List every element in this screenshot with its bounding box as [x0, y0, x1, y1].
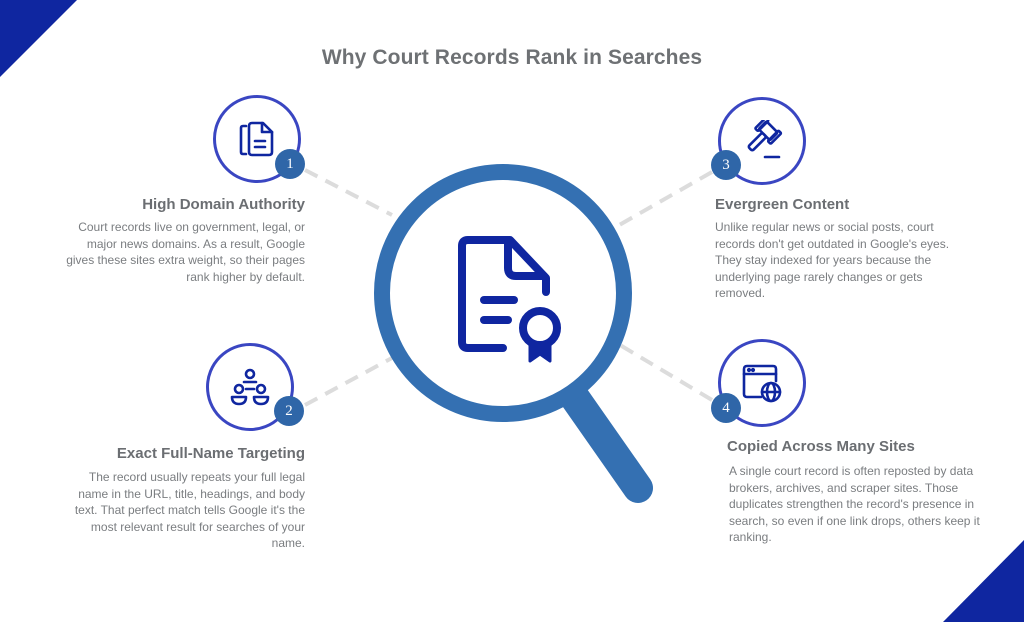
feature-4-number-badge: 4	[711, 393, 741, 423]
feature-2-icon-circle	[206, 343, 294, 431]
feature-2-body: The record usually repeats your full leg…	[74, 470, 305, 550]
page-title: Why Court Records Rank in Searches	[321, 46, 703, 69]
feature-3-body: Unlike regular news or social posts, cou…	[715, 220, 950, 300]
feature-1-icon-circle	[213, 95, 301, 183]
feature-4-body: A single court record is often reposted …	[729, 464, 980, 544]
corner-triangle-bottom-right	[943, 540, 1024, 622]
feature-3-number-badge: 3	[711, 150, 741, 180]
feature-4-icon-circle	[718, 339, 806, 427]
feature-1-body: Court records live on government, legal,…	[66, 220, 305, 284]
feature-1-title: High Domain Authority	[142, 196, 305, 213]
documents-icon	[239, 121, 274, 157]
document-certificate-icon	[458, 236, 561, 363]
connector-4	[618, 343, 714, 402]
connector-lines	[304, 168, 714, 407]
magnifier-icon	[374, 164, 653, 503]
corner-triangle-top-left	[0, 0, 77, 77]
hierarchy-people-icon	[230, 368, 270, 406]
gavel-icon	[747, 120, 783, 159]
browser-globe-icon	[742, 364, 782, 403]
connector-2	[304, 356, 393, 407]
feature-2-number-badge: 2	[274, 396, 304, 426]
connector-1	[304, 168, 393, 217]
feature-3-title: Evergreen Content	[715, 196, 850, 213]
connector-3	[613, 170, 713, 230]
feature-1-number-badge: 1	[275, 149, 305, 179]
feature-2-title: Exact Full-Name Targeting	[116, 445, 305, 462]
feature-4-title: Copied Across Many Sites	[727, 438, 915, 455]
